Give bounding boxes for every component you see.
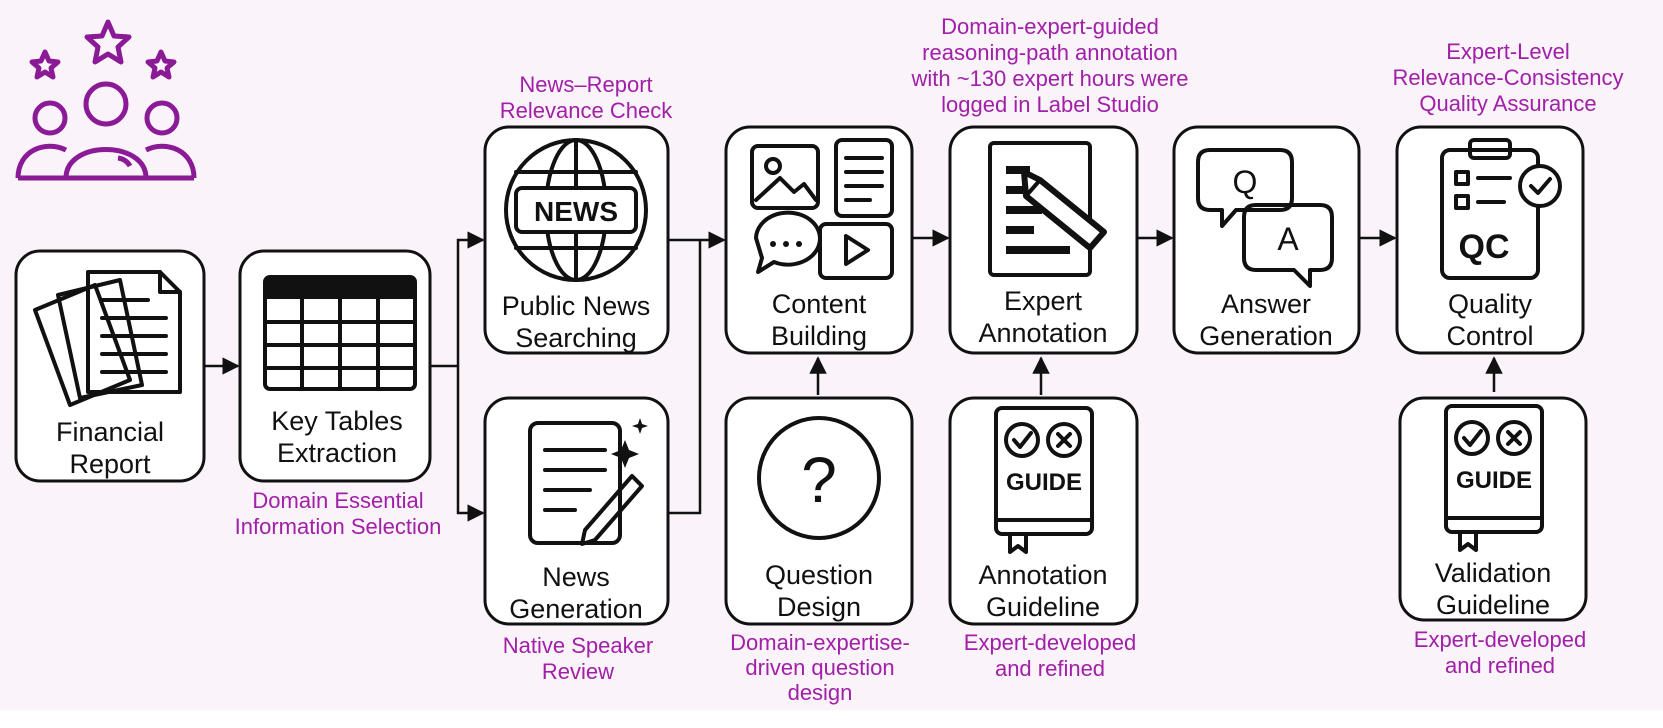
- question-mark-icon: ?: [757, 416, 881, 540]
- financial-report-label-2: Report: [69, 449, 151, 479]
- guide-text-2: GUIDE: [1456, 467, 1532, 494]
- node-news-generation: News Generation: [483, 396, 670, 626]
- expert-developed-1-line-1: Expert-developed: [964, 630, 1136, 655]
- answer-generation-label-2: Generation: [1199, 321, 1333, 351]
- node-validation-guideline: GUIDE Validation Guideline: [1398, 396, 1588, 622]
- native-speaker-line-2: Review: [542, 659, 614, 684]
- documents-icon: [33, 270, 182, 407]
- question-mark-text: ?: [801, 444, 837, 516]
- connector-lines: [205, 229, 1503, 522]
- answer-generation-label-1: Answer: [1221, 289, 1311, 319]
- node-expert-annotation: Expert Annotation: [948, 125, 1139, 355]
- domain-expert-guided-line-3: with ~130 expert hours were: [911, 66, 1189, 91]
- a-letter: A: [1277, 221, 1299, 257]
- domain-essential-line-2: Information Selection: [235, 514, 442, 539]
- node-answer-generation: Q A Answer Generation: [1172, 125, 1361, 355]
- domain-expert-guided-line-2: reasoning-path annotation: [922, 40, 1178, 65]
- guide-text-1: GUIDE: [1006, 469, 1082, 496]
- team-logo-icon: [15, 19, 197, 181]
- domain-expert-guided-line-1: Domain-expert-guided: [941, 14, 1159, 39]
- annotation-news-report: News–Report Relevance Check: [500, 72, 673, 123]
- annotation-expert-developed-2: Expert-developed and refined: [1414, 627, 1586, 678]
- pipeline-diagram: Financial Report Key Tables Extraction: [14, 14, 1624, 705]
- domain-expertise-line-1: Domain-expertise-: [730, 630, 910, 655]
- domain-expert-guided-line-4: logged in Label Studio: [941, 92, 1159, 117]
- guide-book-icon: GUIDE: [1444, 404, 1544, 552]
- annotation-native-speaker: Native Speaker Review: [503, 633, 653, 684]
- news-report-line-1: News–Report: [519, 72, 652, 97]
- expert-level-line-1: Expert-Level: [1446, 39, 1570, 64]
- validation-guideline-label-2: Guideline: [1436, 590, 1550, 620]
- public-news-label-2: Searching: [515, 323, 637, 353]
- validation-guideline-label-1: Validation: [1435, 558, 1552, 588]
- news-globe-icon: NEWS: [504, 138, 648, 282]
- annotation-domain-expertise: Domain-expertise- driven question design: [730, 630, 910, 705]
- quality-control-label-1: Quality: [1448, 289, 1533, 319]
- annotation-domain-essential: Domain Essential Information Selection: [235, 488, 442, 539]
- content-building-label-1: Content: [772, 289, 867, 319]
- domain-essential-line-1: Domain Essential: [252, 488, 423, 513]
- news-generation-label-1: News: [542, 562, 610, 592]
- expert-annotation-label-1: Expert: [1004, 286, 1083, 316]
- arrow-tables-to-news-generation: [456, 366, 485, 522]
- qc-text: QC: [1459, 228, 1510, 266]
- guide-book-icon: GUIDE: [994, 406, 1094, 554]
- qc-clipboard-icon: QC: [1440, 138, 1562, 280]
- node-public-news-searching: NEWS Public News Searching: [483, 125, 670, 355]
- news-report-line-2: Relevance Check: [500, 98, 673, 123]
- key-tables-label-1: Key Tables: [271, 406, 403, 436]
- native-speaker-line-1: Native Speaker: [503, 633, 653, 658]
- annotation-domain-expert-guided: Domain-expert-guided reasoning-path anno…: [911, 14, 1189, 117]
- key-tables-label-2: Extraction: [277, 438, 397, 468]
- news-icon-text: NEWS: [534, 196, 618, 227]
- table-icon: [263, 275, 417, 391]
- question-design-label-2: Design: [777, 592, 861, 622]
- public-news-label-1: Public News: [502, 291, 651, 321]
- domain-expertise-line-2: driven question: [745, 655, 894, 680]
- node-key-tables-extraction: Key Tables Extraction: [238, 249, 432, 483]
- q-letter: Q: [1233, 164, 1258, 200]
- expert-developed-1-line-2: and refined: [995, 656, 1105, 681]
- writing-sparkle-icon: [528, 418, 648, 546]
- node-annotation-guideline: GUIDE Annotation Guideline: [948, 396, 1139, 626]
- expert-level-line-3: Quality Assurance: [1419, 91, 1596, 116]
- annotation-guideline-label-2: Guideline: [986, 592, 1100, 622]
- diagram-canvas: Financial Report Key Tables Extraction: [0, 0, 1663, 710]
- node-question-design: ? Question Design: [724, 396, 914, 626]
- node-quality-control: QC Quality Control: [1395, 125, 1585, 355]
- annotation-guideline-label-1: Annotation: [978, 560, 1107, 590]
- financial-report-label-1: Financial: [56, 417, 164, 447]
- quality-control-label-2: Control: [1446, 321, 1533, 351]
- qa-chat-icon: Q A: [1196, 148, 1334, 288]
- document-pencil-icon: [988, 141, 1107, 277]
- arrow-news-generation-to-content: [668, 240, 702, 515]
- content-building-label-2: Building: [771, 321, 867, 351]
- domain-expertise-line-3: design: [788, 680, 853, 705]
- news-generation-label-2: Generation: [509, 594, 643, 624]
- node-financial-report: Financial Report: [14, 249, 206, 483]
- node-content-building: Content Building: [724, 125, 914, 355]
- expert-developed-2-line-2: and refined: [1445, 653, 1555, 678]
- expert-developed-2-line-1: Expert-developed: [1414, 627, 1586, 652]
- arrow-tables-to-news-search: [430, 231, 485, 368]
- expert-annotation-label-2: Annotation: [978, 318, 1107, 348]
- content-media-icon: [750, 138, 894, 280]
- expert-level-line-2: Relevance-Consistency: [1392, 65, 1623, 90]
- annotation-expert-developed-1: Expert-developed and refined: [964, 630, 1136, 681]
- question-design-label-1: Question: [765, 560, 873, 590]
- annotation-expert-level: Expert-Level Relevance-Consistency Quali…: [1392, 39, 1623, 116]
